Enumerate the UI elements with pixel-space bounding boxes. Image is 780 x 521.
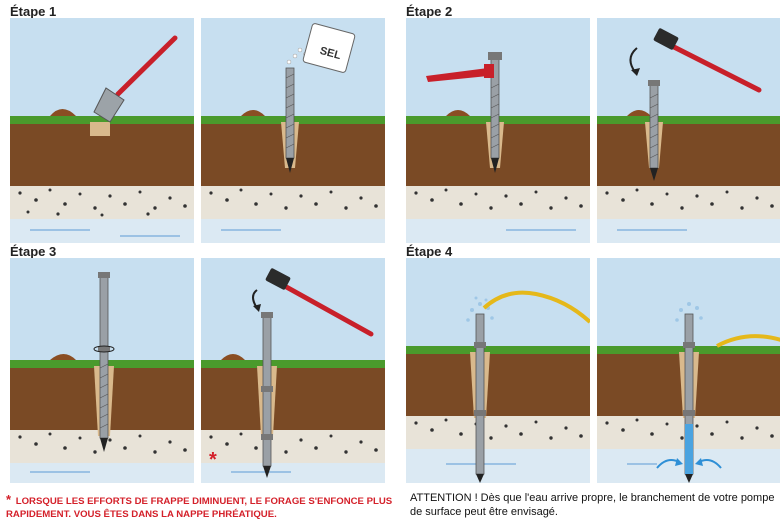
warning-note: * LORSQUE LES EFFORTS DE FRAPPE DIMINUEN… xyxy=(6,492,398,521)
step-3-panel-pipe xyxy=(10,258,194,483)
step-1-title: Étape 1 xyxy=(10,4,57,19)
asterisk-marker: * xyxy=(209,449,217,471)
step-3-title: Étape 3 xyxy=(10,244,57,259)
warning-star: * xyxy=(6,492,12,507)
step-3-panel-hammer: * xyxy=(201,258,385,483)
warning-text: LORSQUE LES EFFORTS DE FRAPPE DIMINUENT,… xyxy=(6,496,393,520)
step-2-panel-hammer xyxy=(597,18,780,243)
step-2-panel-wrench xyxy=(406,18,590,243)
step-4-title: Étape 4 xyxy=(406,244,453,259)
salt-bag-label: SEL xyxy=(318,45,342,62)
step-2-title: Étape 2 xyxy=(406,4,453,19)
step-4-panel-hose xyxy=(406,258,590,483)
step-1-panel-salt: SEL xyxy=(201,18,385,243)
attention-note: ATTENTION ! Dès que l'eau arrive propre,… xyxy=(410,492,775,518)
step-1-panel-dig xyxy=(10,18,194,243)
step-4-panel-water xyxy=(597,258,780,483)
